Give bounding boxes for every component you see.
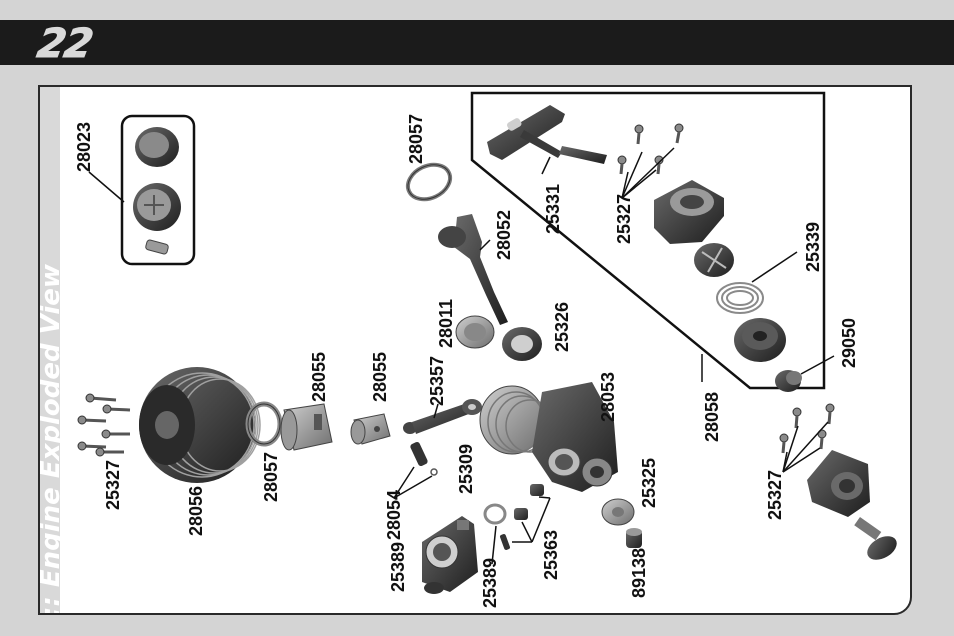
starter-drum [734, 318, 786, 362]
part-labels: 28023 28057 28052 28011 25326 25331 2532… [74, 114, 859, 608]
backplate [807, 450, 870, 517]
label-29050: 29050 [839, 318, 859, 368]
starter-handle [487, 105, 565, 160]
label-25325: 25325 [639, 458, 659, 508]
page-number: 22 [33, 21, 96, 68]
label-25327-top: 25327 [614, 194, 634, 244]
diagram-frame: :: Engine Exploded View [38, 85, 912, 615]
head-screws [77, 393, 131, 457]
label-28058: 28058 [702, 392, 722, 442]
starter-pin [559, 146, 607, 164]
label-28056: 28056 [186, 486, 206, 536]
nipple-parts [500, 484, 544, 550]
header-bar [0, 20, 954, 65]
label-25363: 25363 [541, 530, 561, 580]
cylinder-head [139, 367, 261, 483]
starter-shaft [854, 517, 897, 560]
label-89138: 89138 [629, 548, 649, 598]
starter-screws [617, 123, 684, 175]
label-28053: 28053 [598, 372, 618, 422]
collet [626, 528, 642, 548]
label-25389-a: 25389 [388, 542, 408, 592]
label-25326: 25326 [552, 302, 572, 352]
one-way-bearing [775, 370, 802, 392]
label-25389-b: 25389 [480, 558, 500, 608]
label-28057-mid: 28057 [261, 452, 281, 502]
label-25339: 25339 [803, 222, 823, 272]
starter-housing [654, 180, 724, 244]
cover-plug-top [135, 127, 179, 167]
rear-bearing [502, 327, 542, 361]
wrist-pin [410, 441, 438, 476]
label-25309: 25309 [456, 444, 476, 494]
starter-spring [716, 282, 764, 314]
label-25357: 25357 [427, 356, 447, 406]
connecting-rod [403, 399, 482, 434]
cover-plug-set [88, 114, 196, 266]
label-28054: 28054 [384, 490, 404, 540]
backplate-screws [779, 403, 835, 454]
cylinder-sleeve [280, 403, 333, 451]
carb-o-ring [483, 503, 507, 525]
label-25327-left: 25327 [103, 460, 123, 510]
cover-pin [145, 239, 169, 255]
piston [350, 413, 391, 445]
cover-plug-bottom [133, 183, 181, 231]
head-gasket [245, 401, 283, 447]
front-bearing [455, 315, 495, 349]
label-25327-bottom: 25327 [765, 470, 785, 520]
crankcase [479, 382, 618, 492]
label-28023: 28023 [74, 122, 94, 172]
label-28052: 28052 [494, 210, 514, 260]
label-28011: 28011 [436, 299, 456, 348]
top-strip [0, 0, 954, 20]
side-band [40, 87, 60, 613]
label-28055-b: 28055 [370, 352, 390, 402]
engine-exploded-diagram: 28023 28057 28052 28011 25326 25331 2532… [74, 91, 897, 608]
carburetor [422, 516, 478, 594]
label-28055-a: 28055 [309, 352, 329, 402]
starter-pulley [694, 243, 734, 277]
label-28057-top: 28057 [406, 114, 426, 164]
label-25331: 25331 [543, 184, 563, 234]
drive-washer [601, 498, 635, 526]
crankshaft [438, 214, 508, 325]
o-ring-top [405, 162, 453, 202]
